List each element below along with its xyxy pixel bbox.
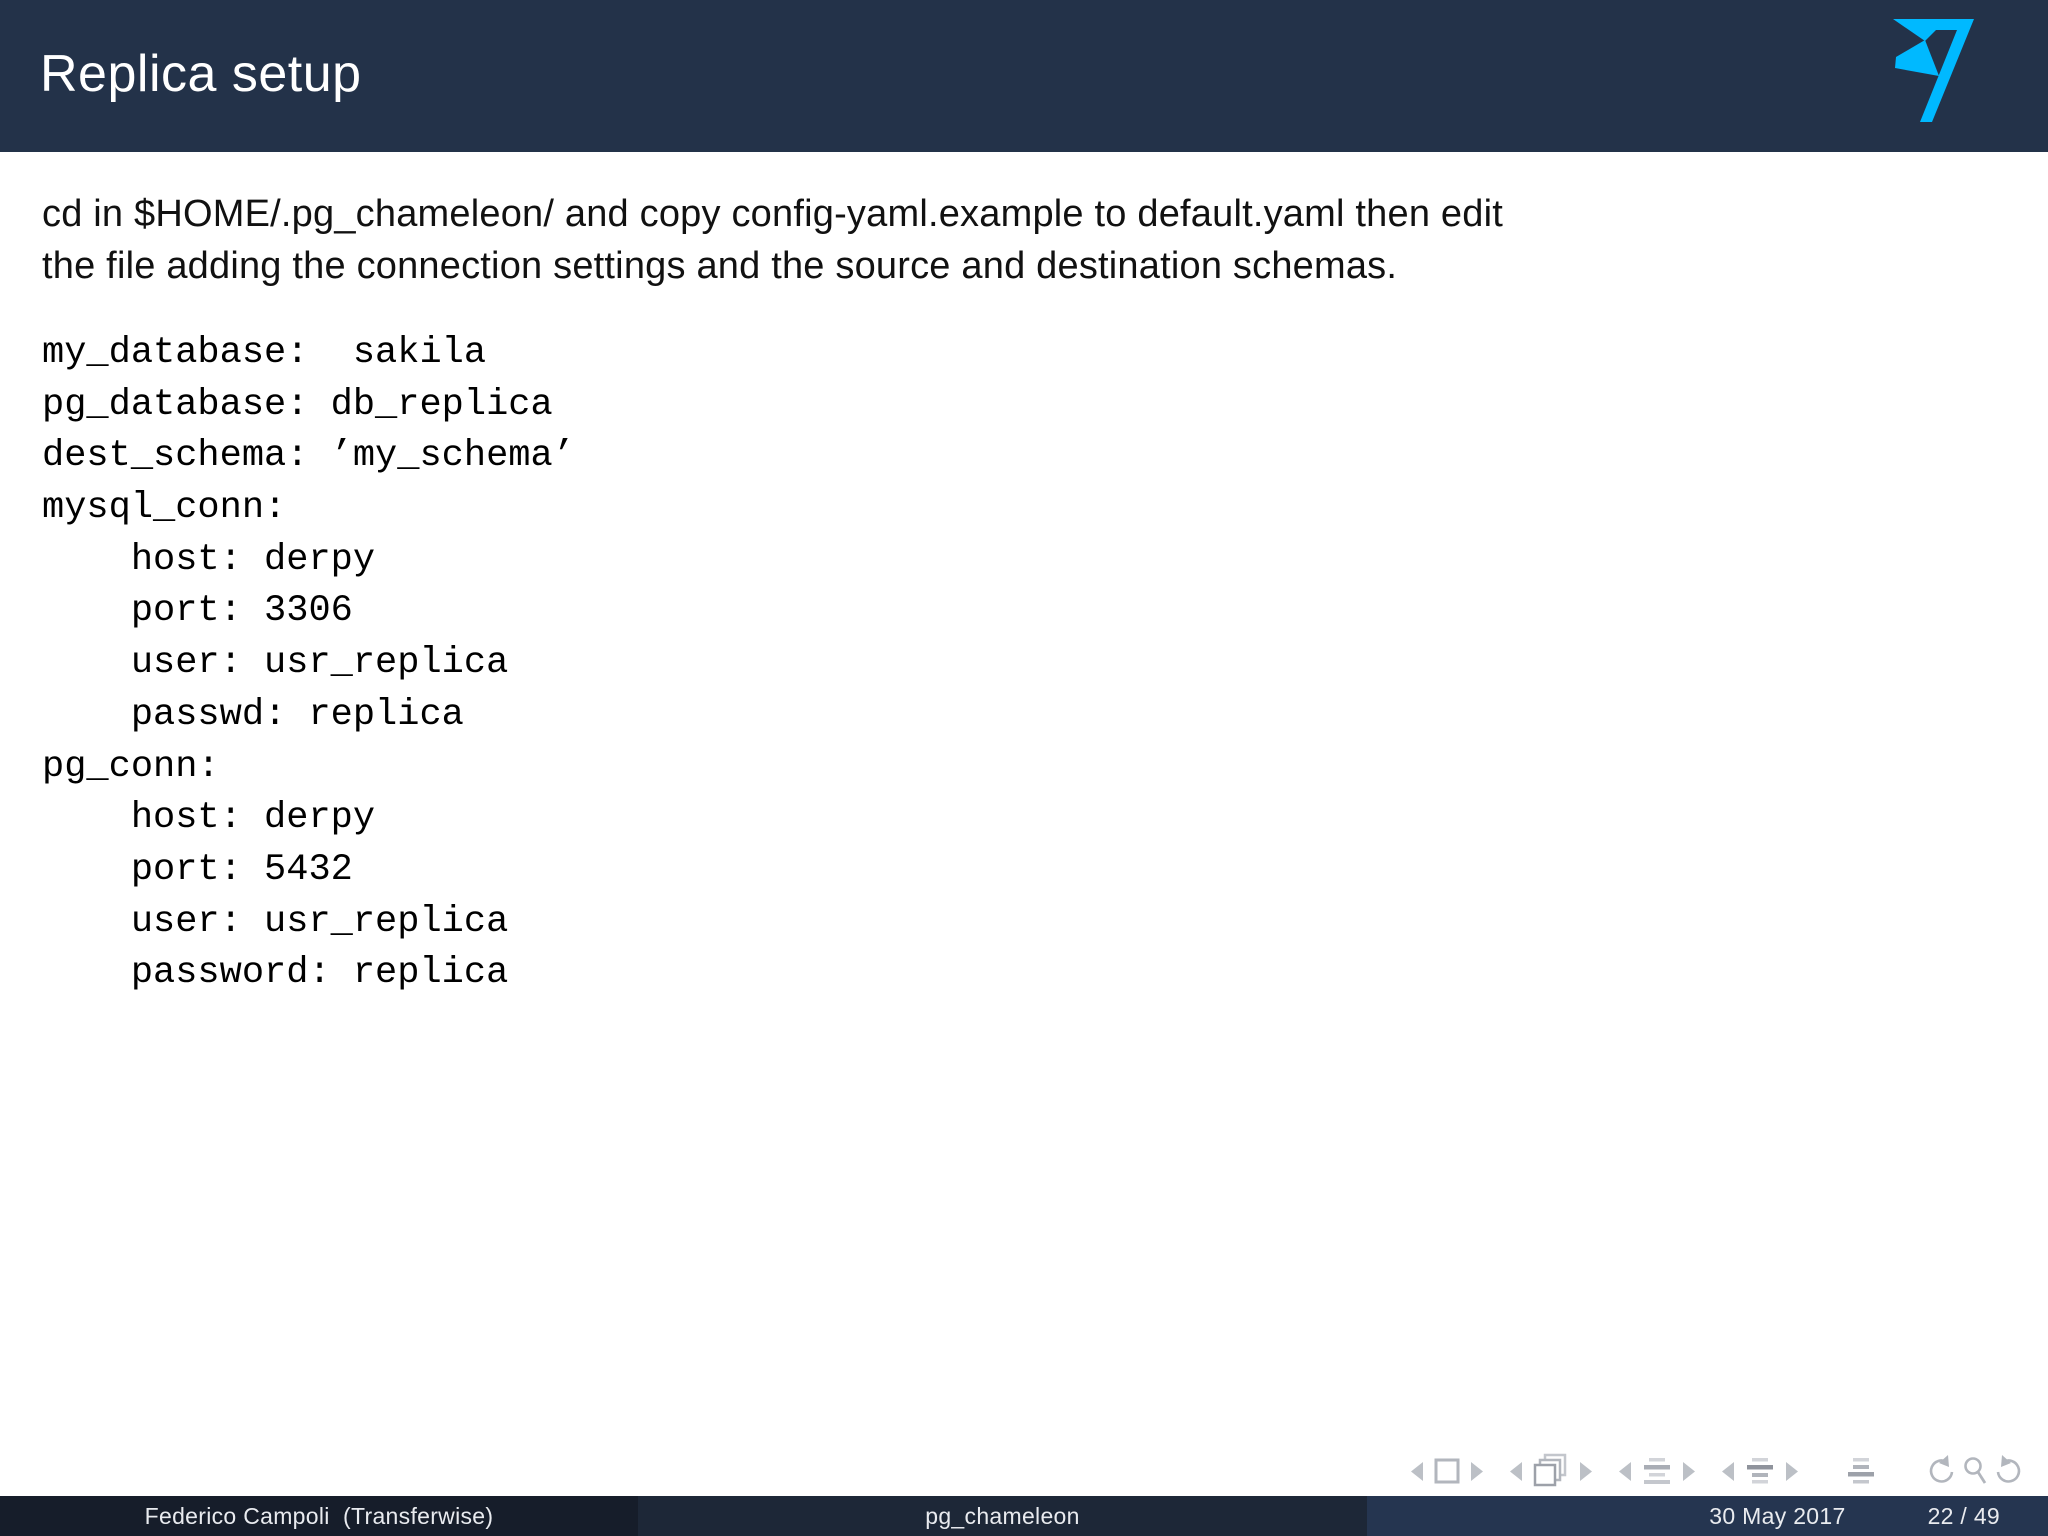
undo-icon[interactable] — [1924, 1455, 1956, 1487]
code-line: pg_conn: — [42, 745, 220, 788]
code-line: port: 3306 — [42, 590, 353, 633]
prev-subsection-icon[interactable] — [1722, 1461, 1734, 1481]
section-list-icon[interactable] — [1642, 1456, 1672, 1486]
nav-slide-group — [1411, 1458, 1483, 1484]
code-line: port: 5432 — [42, 848, 353, 891]
code-line: dest_schema: ’my_schema’ — [42, 435, 575, 478]
code-line: passwd: replica — [42, 693, 464, 736]
search-icon[interactable] — [1962, 1456, 1988, 1486]
footer-author-box: Federico Campoli (Transferwise) — [0, 1496, 638, 1536]
transferwise-logo-icon — [1893, 19, 1974, 122]
appendix-list-icon[interactable] — [1846, 1456, 1876, 1486]
redo-icon[interactable] — [1994, 1455, 2026, 1487]
frames-icon[interactable] — [1533, 1453, 1569, 1489]
code-line: user: usr_replica — [42, 900, 509, 943]
code-line: mysql_conn: — [42, 487, 287, 530]
yaml-config-code-block: my_database: sakila pg_database: db_repl… — [42, 328, 2008, 1000]
footer-author: Federico Campoli (Transferwise) — [144, 1502, 494, 1529]
subsection-list-icon[interactable] — [1745, 1456, 1775, 1486]
slide-icon[interactable] — [1434, 1458, 1460, 1484]
code-line: host: derpy — [42, 797, 376, 840]
code-line: host: derpy — [42, 538, 376, 581]
next-slide-icon[interactable] — [1471, 1461, 1483, 1481]
footer-date-box: 30 May 2017 22 / 49 — [1367, 1496, 2048, 1536]
footer-page-number: 22 / 49 — [1927, 1502, 2000, 1529]
next-subsection-icon[interactable] — [1786, 1461, 1798, 1481]
footer-bar: Federico Campoli (Transferwise) pg_chame… — [0, 1496, 2048, 1536]
code-line: pg_database: db_replica — [42, 383, 553, 426]
nav-subsection-group — [1722, 1456, 1798, 1486]
next-section-icon[interactable] — [1683, 1461, 1695, 1481]
footer-title-box: pg_chameleon — [638, 1496, 1367, 1536]
nav-section-group — [1619, 1456, 1695, 1486]
nav-appendix-group — [1846, 1456, 1876, 1486]
slide-header: Replica setup — [0, 0, 2048, 152]
code-line: password: replica — [42, 952, 509, 995]
nav-history-group — [1924, 1455, 2026, 1487]
footer-doc-title: pg_chameleon — [925, 1502, 1080, 1529]
slide-body: cd in $HOME/.pg_chameleon/ and copy conf… — [42, 152, 2008, 1000]
page-title: Replica setup — [40, 45, 362, 103]
beamer-navigation-bar — [1384, 1453, 2026, 1489]
prev-frame-icon[interactable] — [1510, 1461, 1522, 1481]
nav-frame-group — [1510, 1453, 1592, 1489]
prev-section-icon[interactable] — [1619, 1461, 1631, 1481]
code-line: my_database: sakila — [42, 332, 487, 374]
footer-date: 30 May 2017 — [1709, 1502, 1846, 1529]
code-line: user: usr_replica — [42, 642, 509, 685]
next-frame-icon[interactable] — [1580, 1461, 1592, 1481]
prev-slide-icon[interactable] — [1411, 1461, 1423, 1481]
body-paragraph: cd in $HOME/.pg_chameleon/ and copy conf… — [42, 193, 1503, 287]
